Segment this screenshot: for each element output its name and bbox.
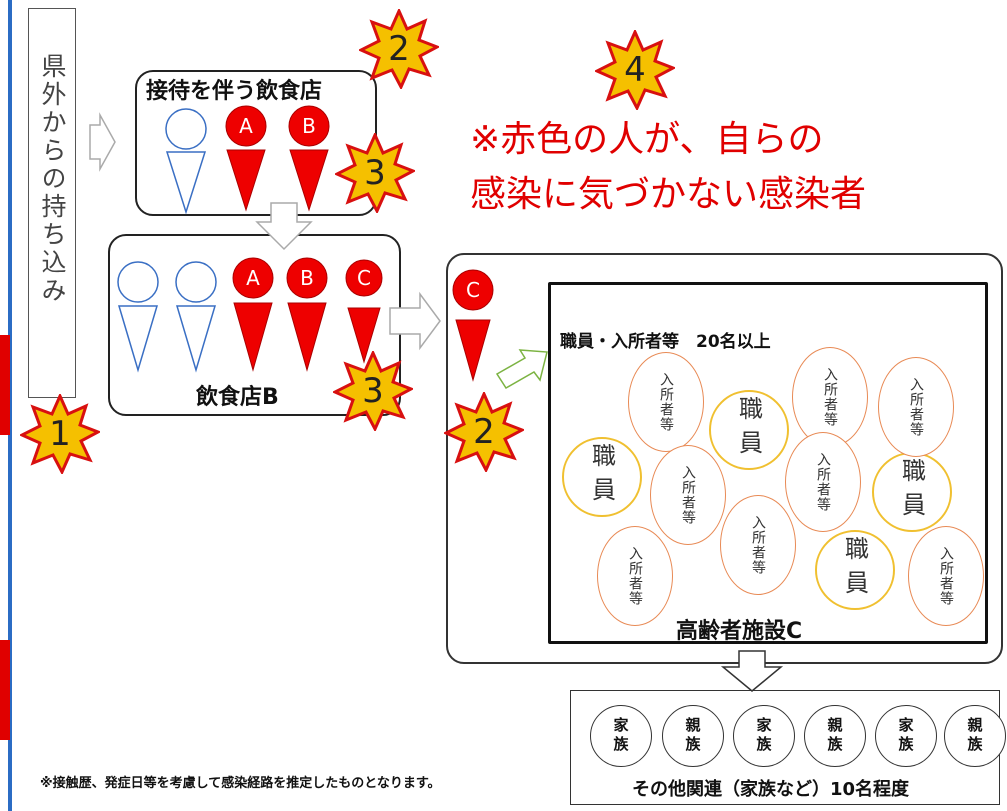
person-label: C — [466, 278, 480, 302]
infected-person-c-icon — [345, 259, 383, 364]
infected-person-b-icon — [288, 105, 330, 212]
badge-number: 3 — [362, 371, 384, 411]
healthy-person-icon — [165, 108, 207, 215]
restaurant-b-title: 飲食店B — [196, 385, 279, 410]
family-circle: 家族 — [875, 705, 937, 767]
step-badge-icon: 1 — [18, 392, 102, 476]
staff-circle: 職員 — [815, 530, 895, 610]
step-badge-icon: 4 — [593, 28, 677, 112]
badge-number: 1 — [49, 414, 71, 454]
person-label: B — [302, 114, 316, 138]
facility-header: 職員・入所者等 20名以上 — [560, 332, 771, 352]
person-label: A — [239, 114, 253, 138]
staff-circle: 職員 — [562, 437, 642, 517]
arrow-down-icon — [720, 650, 784, 692]
left-red-marker — [0, 640, 10, 740]
person-label: C — [357, 266, 371, 290]
origin-label: 県外からの持ち込み — [38, 53, 67, 305]
resident-circle: 入所者等 — [908, 526, 984, 626]
step-badge-icon: 2 — [357, 7, 441, 91]
family-circle: 家族 — [590, 705, 652, 767]
related-title: その他関連（家族など）10名程度 — [632, 779, 910, 800]
badge-number: 2 — [388, 29, 410, 69]
hostess-restaurant-title: 接待を伴う飲食店 — [146, 79, 323, 104]
step-badge-icon: 3 — [333, 131, 417, 215]
resident-circle: 入所者等 — [785, 432, 861, 532]
infected-person-a-icon — [232, 257, 274, 372]
badge-number: 3 — [364, 153, 386, 193]
person-label: B — [300, 266, 314, 290]
resident-circle: 入所者等 — [597, 526, 673, 626]
infected-person-a-icon — [225, 105, 267, 212]
resident-circle: 入所者等 — [650, 445, 726, 545]
healthy-person-icon — [175, 261, 217, 373]
arrow-down-icon — [255, 202, 313, 251]
relative-circle: 親族 — [804, 705, 866, 767]
resident-circle: 入所者等 — [628, 352, 704, 452]
left-border — [8, 0, 12, 811]
step-badge-icon: 3 — [331, 349, 415, 433]
infected-person-b-icon — [286, 257, 328, 372]
note-line-2: 感染に気づかない感染者 — [470, 174, 867, 215]
arrow-green-icon — [495, 349, 548, 390]
healthy-person-icon — [117, 261, 159, 373]
badge-number: 2 — [473, 412, 495, 452]
note-line-1: ※赤色の人が、自らの — [470, 119, 824, 160]
footnote: ※接触歴、発症日等を考慮して感染経路を推定したものとなります。 — [40, 776, 441, 791]
step-badge-icon: 2 — [442, 390, 526, 474]
resident-circle: 入所者等 — [792, 347, 868, 447]
facility-title: 高齢者施設C — [676, 619, 803, 644]
origin-box: 県外からの持ち込み — [28, 8, 76, 398]
arrow-right-icon — [389, 291, 441, 351]
family-circle: 家族 — [733, 705, 795, 767]
staff-circle: 職員 — [709, 390, 789, 470]
badge-number: 4 — [624, 50, 646, 90]
left-red-marker — [0, 335, 10, 435]
resident-circle: 入所者等 — [720, 495, 796, 595]
resident-circle: 入所者等 — [878, 357, 954, 457]
arrow-right-icon — [89, 112, 116, 172]
relative-circle: 親族 — [944, 705, 1006, 767]
infected-person-c-icon — [452, 269, 494, 382]
relative-circle: 親族 — [662, 705, 724, 767]
person-label: A — [246, 266, 260, 290]
